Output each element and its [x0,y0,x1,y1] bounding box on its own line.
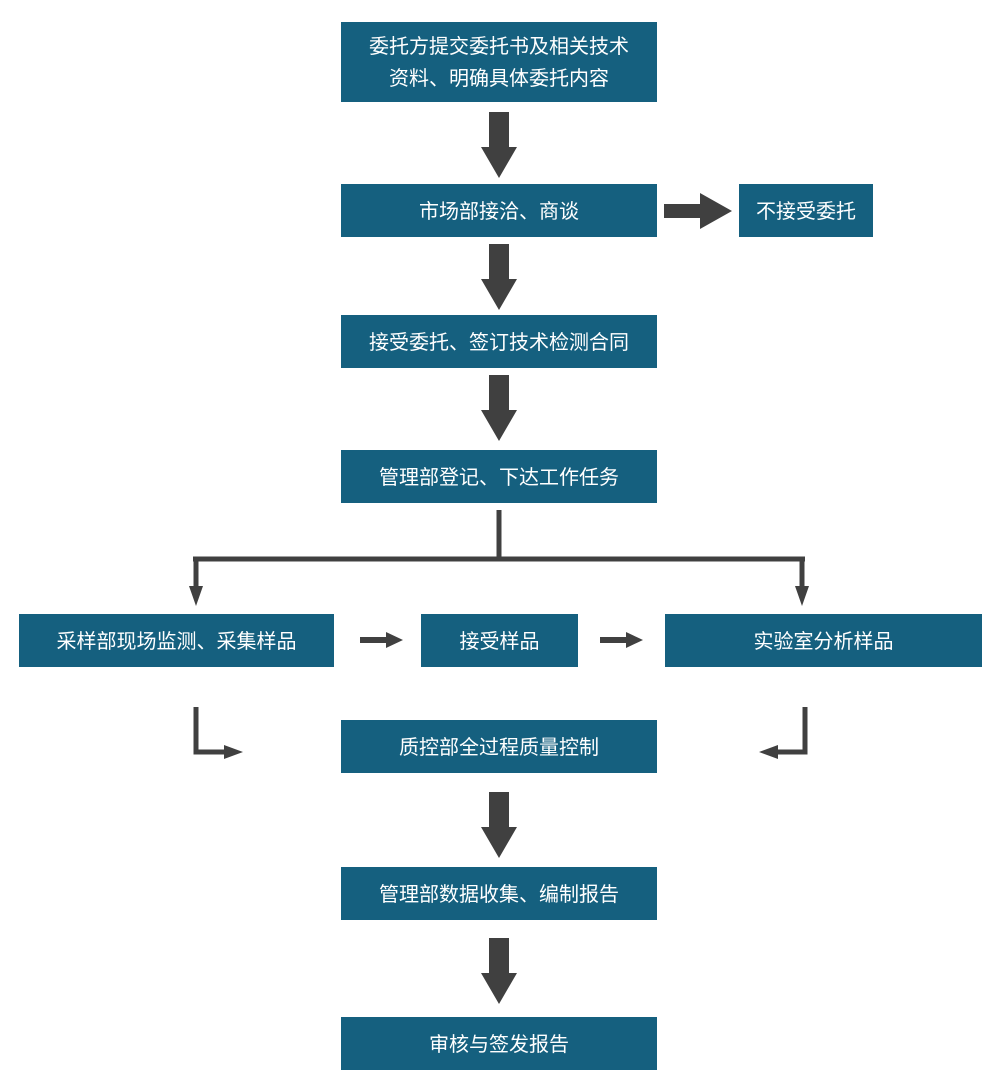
node-review-issue: 审核与签发报告 [341,1017,657,1070]
node-data-report: 管理部数据收集、编制报告 [341,867,657,920]
arrow-negotiate-to-reject [664,193,732,229]
node-accept-contract-label: 接受委托、签订技术检测合同 [369,329,629,354]
arrow-negotiate-to-accept [481,244,517,310]
arrow-qc-to-data [481,792,517,858]
node-quality-control-label: 质控部全过程质量控制 [399,734,599,759]
node-submit-line2: 资料、明确具体委托内容 [389,66,609,90]
connector-field-to-qc [193,707,228,755]
node-review-issue-label: 审核与签发报告 [429,1031,569,1056]
node-data-report-label: 管理部数据收集、编制报告 [379,881,619,906]
node-reject-label: 不接受委托 [756,198,856,223]
node-negotiate-label: 市场部接洽、商谈 [419,198,579,223]
node-submit-line1: 委托方提交委托书及相关技术 [369,34,629,58]
node-accept-contract: 接受委托、签订技术检测合同 [341,315,657,368]
node-register-assign: 管理部登记、下达工作任务 [341,450,657,503]
arrow-submit-to-negotiate [481,112,517,178]
node-quality-control: 质控部全过程质量控制 [341,720,657,773]
node-receive-samples: 接受样品 [421,614,578,667]
branch-left-arrowhead [189,586,203,606]
connector-field-arrowhead [224,745,243,759]
connector-lab-to-qc [774,707,808,755]
node-reject: 不接受委托 [739,184,873,237]
node-receive-samples-label: 接受样品 [459,628,540,653]
branch-right-arrowhead [795,586,809,606]
node-field-sampling-label: 采样部现场监测、采集样品 [56,628,297,653]
node-negotiate: 市场部接洽、商谈 [341,184,657,237]
node-field-sampling: 采样部现场监测、采集样品 [19,614,334,667]
node-register-assign-label: 管理部登记、下达工作任务 [379,464,619,489]
arrow-receive-to-lab [600,632,643,648]
connector-lab-arrowhead [759,745,778,759]
node-lab-analysis: 实验室分析样品 [665,614,982,667]
node-lab-analysis-label: 实验室分析样品 [753,628,894,653]
arrow-data-to-review [481,938,517,1004]
arrow-accept-to-register [481,375,517,441]
arrow-field-to-receive [360,632,403,648]
node-submit-request: 委托方提交委托书及相关技术 资料、明确具体委托内容 [341,22,657,102]
